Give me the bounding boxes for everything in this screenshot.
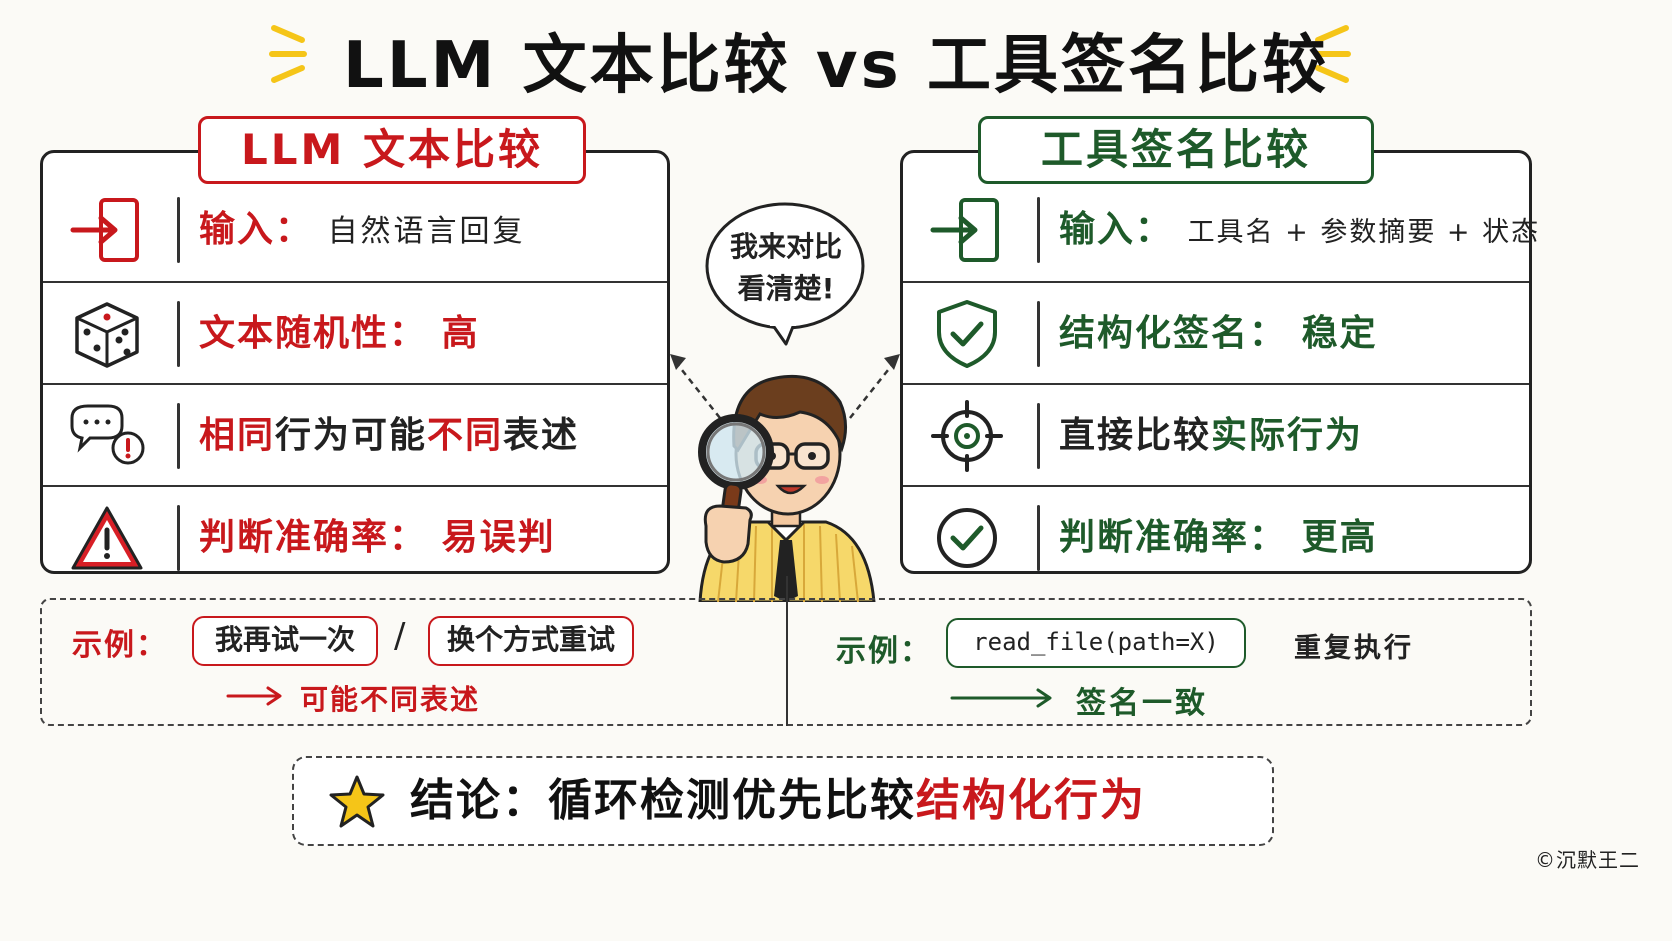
enter-icon bbox=[930, 198, 999, 262]
left-example-bubble-1: 我再试一次 bbox=[192, 616, 378, 666]
row-text: 文本随机性： 高 bbox=[199, 313, 480, 354]
row-separator bbox=[1037, 403, 1040, 469]
title-burst-left-icon bbox=[269, 25, 307, 83]
watermark: ©沉默王二 bbox=[1535, 848, 1640, 872]
left-example-result: 可能不同表述 bbox=[300, 683, 481, 716]
llm-text-compare-panel: 输入： 自然语言回复 文本随机性： 高 相同行为可能不同表述 bbox=[40, 150, 670, 574]
tool-panel-tag: 工具签名比较 bbox=[978, 116, 1374, 184]
right-result-arrow-icon bbox=[950, 688, 1052, 708]
row-text: 输入： 工具名 + 参数摘要 + 状态 bbox=[1059, 209, 1541, 250]
row-text: 判断准确率： 易误判 bbox=[199, 517, 556, 558]
tool-direct-compare-row: 直接比较实际行为 bbox=[903, 383, 1529, 485]
conclusion-box bbox=[292, 756, 1274, 846]
right-example-code: read_file(path=X) bbox=[946, 618, 1246, 668]
check-circle-icon bbox=[937, 508, 997, 568]
llm-randomness-row: 文本随机性： 高 bbox=[43, 281, 667, 383]
conclusion-text: 结论：循环检测优先比较结构化行为 bbox=[410, 768, 1146, 834]
row-separator bbox=[1037, 301, 1040, 367]
row-separator bbox=[1037, 197, 1040, 263]
dice-icon bbox=[75, 302, 139, 368]
tool-signature-panel: 输入： 工具名 + 参数摘要 + 状态 结构化签名： 稳定 直接比较实际行为 bbox=[900, 150, 1538, 574]
speech-bubble-text: 我来对比 看清楚! bbox=[706, 226, 866, 310]
title-burst-right-icon bbox=[1313, 25, 1351, 83]
chat-alert-icon bbox=[70, 404, 145, 465]
shield-check-icon bbox=[937, 300, 997, 368]
speech-line-1: 我来对比 bbox=[729, 230, 842, 263]
left-example-slash: / bbox=[394, 616, 406, 656]
left-example-label: 示例： bbox=[72, 628, 168, 663]
conclusion-middle: 循环检测优先比较 bbox=[548, 775, 916, 826]
detective-character-icon bbox=[698, 374, 876, 602]
right-example-result: 签名一致 bbox=[1076, 686, 1208, 721]
right-example-label: 示例： bbox=[836, 634, 932, 669]
tool-accuracy-row: 判断准确率： 更高 bbox=[903, 485, 1529, 587]
page-title: LLM 文本比较 vs 工具签名比较 bbox=[343, 29, 1329, 103]
row-separator bbox=[177, 301, 180, 367]
row-text: 结构化签名： 稳定 bbox=[1059, 313, 1378, 354]
row-text: 相同行为可能不同表述 bbox=[199, 415, 580, 456]
row-text: 直接比较实际行为 bbox=[1059, 415, 1364, 456]
row-separator bbox=[177, 505, 180, 571]
row-text: 输入： 自然语言回复 bbox=[199, 209, 526, 250]
target-icon bbox=[931, 400, 1003, 472]
tool-input-row: 输入： 工具名 + 参数摘要 + 状态 bbox=[903, 179, 1538, 281]
conclusion-prefix: 结论： bbox=[410, 775, 548, 826]
left-example-bubble-2: 换个方式重试 bbox=[428, 616, 634, 666]
left-result-arrow-icon bbox=[226, 686, 282, 706]
star-icon bbox=[329, 775, 385, 828]
pointer-arrows bbox=[670, 354, 900, 419]
speech-bubble-shape bbox=[705, 202, 865, 346]
llm-expression-row: 相同行为可能不同表述 bbox=[43, 383, 667, 485]
speech-line-2: 看清楚! bbox=[737, 272, 835, 305]
warning-icon bbox=[71, 506, 143, 570]
row-separator bbox=[1037, 505, 1040, 571]
row-separator bbox=[177, 197, 180, 263]
conclusion-highlight: 结构化行为 bbox=[916, 775, 1146, 826]
right-example-suffix: 重复执行 bbox=[1294, 633, 1414, 664]
row-separator bbox=[177, 403, 180, 469]
llm-accuracy-row: 判断准确率： 易误判 bbox=[43, 485, 667, 587]
llm-input-row: 输入： 自然语言回复 bbox=[43, 179, 667, 281]
llm-panel-tag: LLM 文本比较 bbox=[198, 116, 586, 184]
tool-signature-row: 结构化签名： 稳定 bbox=[903, 281, 1529, 383]
enter-icon bbox=[70, 198, 139, 262]
row-text: 判断准确率： 更高 bbox=[1059, 517, 1378, 558]
example-divider bbox=[786, 576, 788, 726]
